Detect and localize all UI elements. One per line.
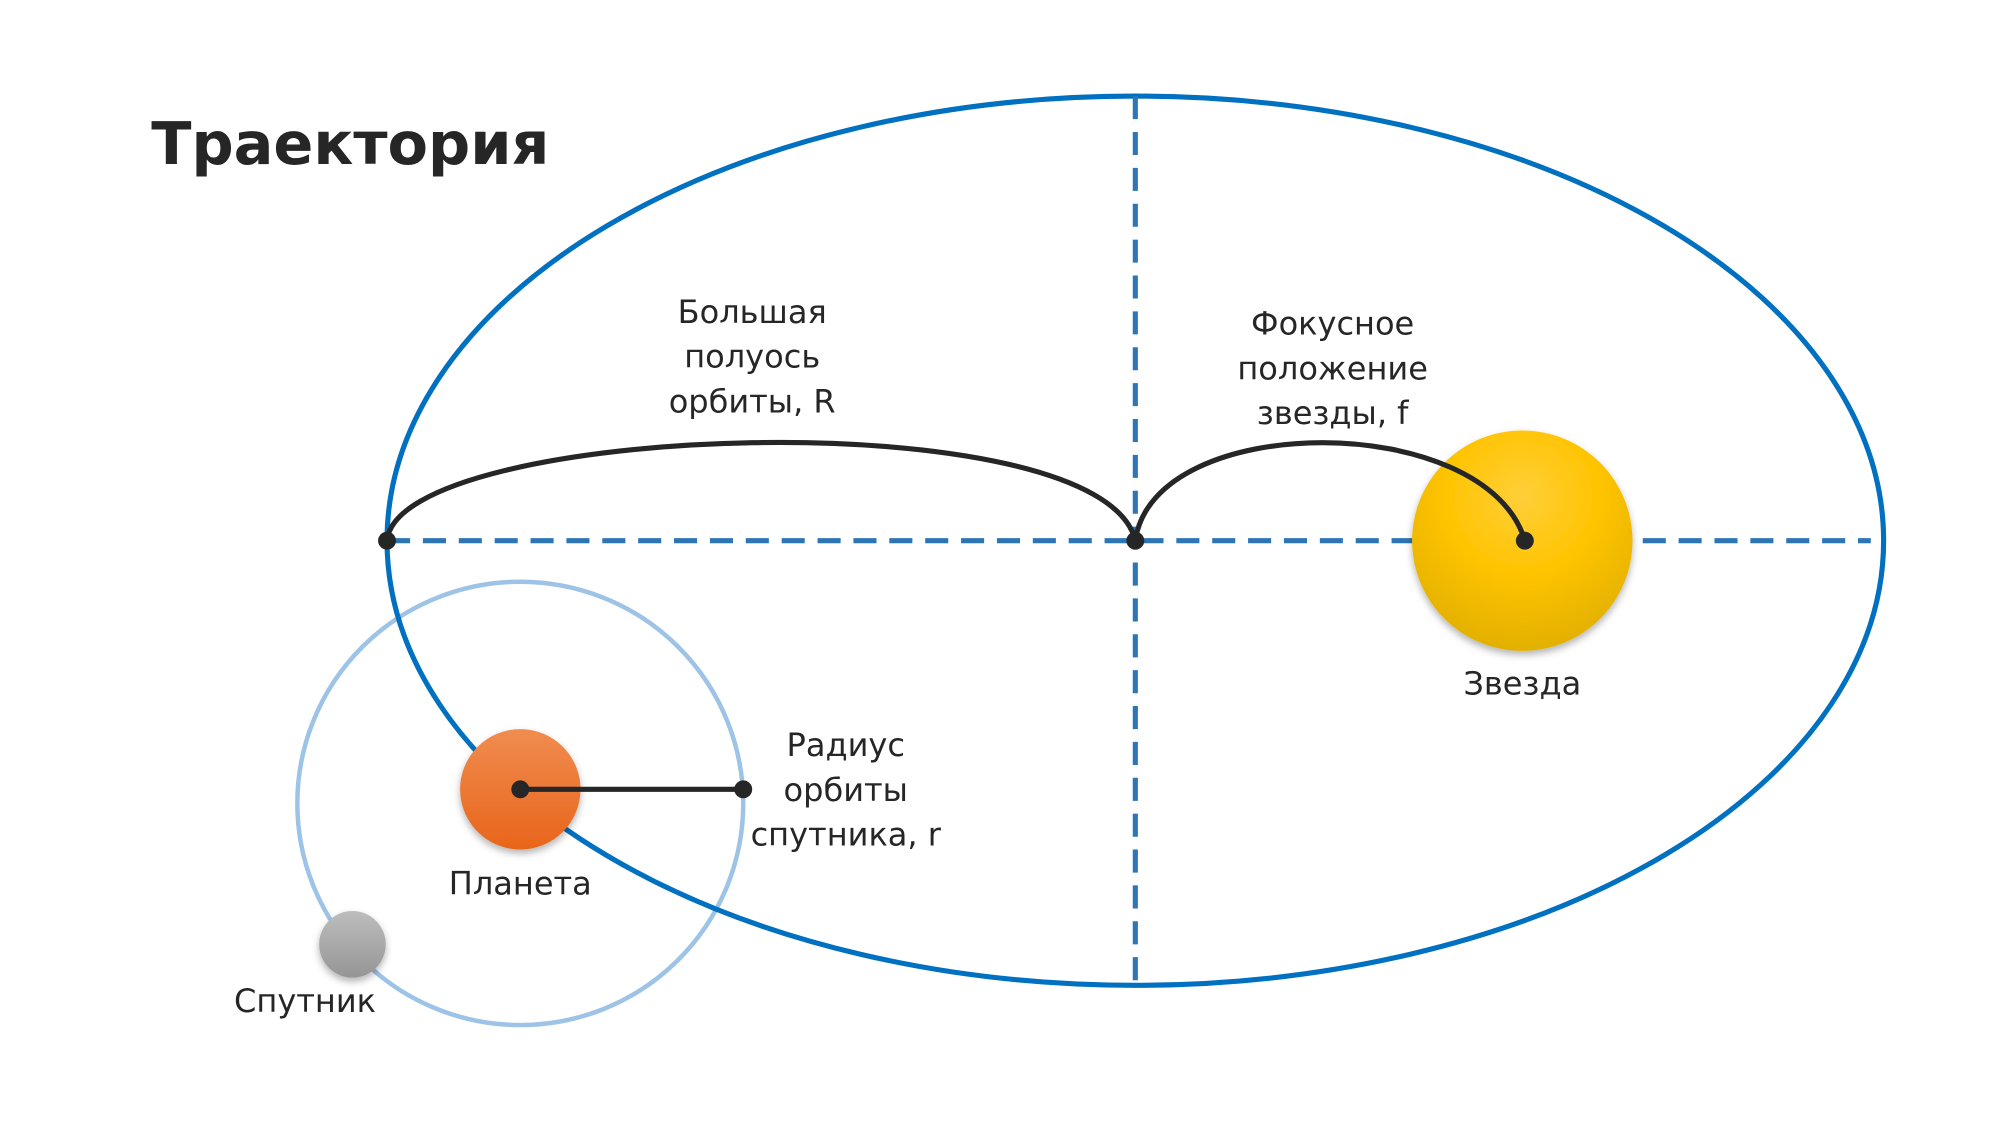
label-line: орбиты, R: [669, 383, 836, 421]
label-line: орбиты: [784, 771, 908, 809]
label-line: полуось: [684, 338, 820, 376]
satellite: [319, 911, 386, 978]
point-planet-center: [511, 780, 530, 799]
star-label: Звезда: [1463, 664, 1581, 702]
focus-label: Фокусное положение звезды, f: [1237, 304, 1428, 432]
point-perihelion: [378, 531, 396, 550]
label-line: положение: [1237, 349, 1428, 387]
satellite-label: Спутник: [234, 982, 376, 1020]
diagram-title: Траектория: [151, 109, 549, 178]
planet-label: Планета: [449, 864, 592, 902]
focus-arc: [1132, 440, 1528, 542]
label-line: Радиус: [787, 726, 905, 764]
satellite-orbit: [295, 579, 746, 1028]
label-line: спутника, r: [751, 816, 942, 854]
satellite-radius-label: Радиус орбиты спутника, r: [751, 726, 942, 854]
point-center: [1126, 531, 1145, 550]
semi-major-axis-label: Большая полуось орбиты, R: [669, 293, 836, 421]
point-focus: [1515, 531, 1534, 550]
semi-major-axis-arc: [384, 439, 1138, 542]
label-line: Фокусное: [1251, 304, 1414, 342]
label-line: Большая: [678, 293, 827, 331]
label-line: звезды, f: [1257, 394, 1409, 432]
point-satellite-radius: [734, 780, 753, 799]
